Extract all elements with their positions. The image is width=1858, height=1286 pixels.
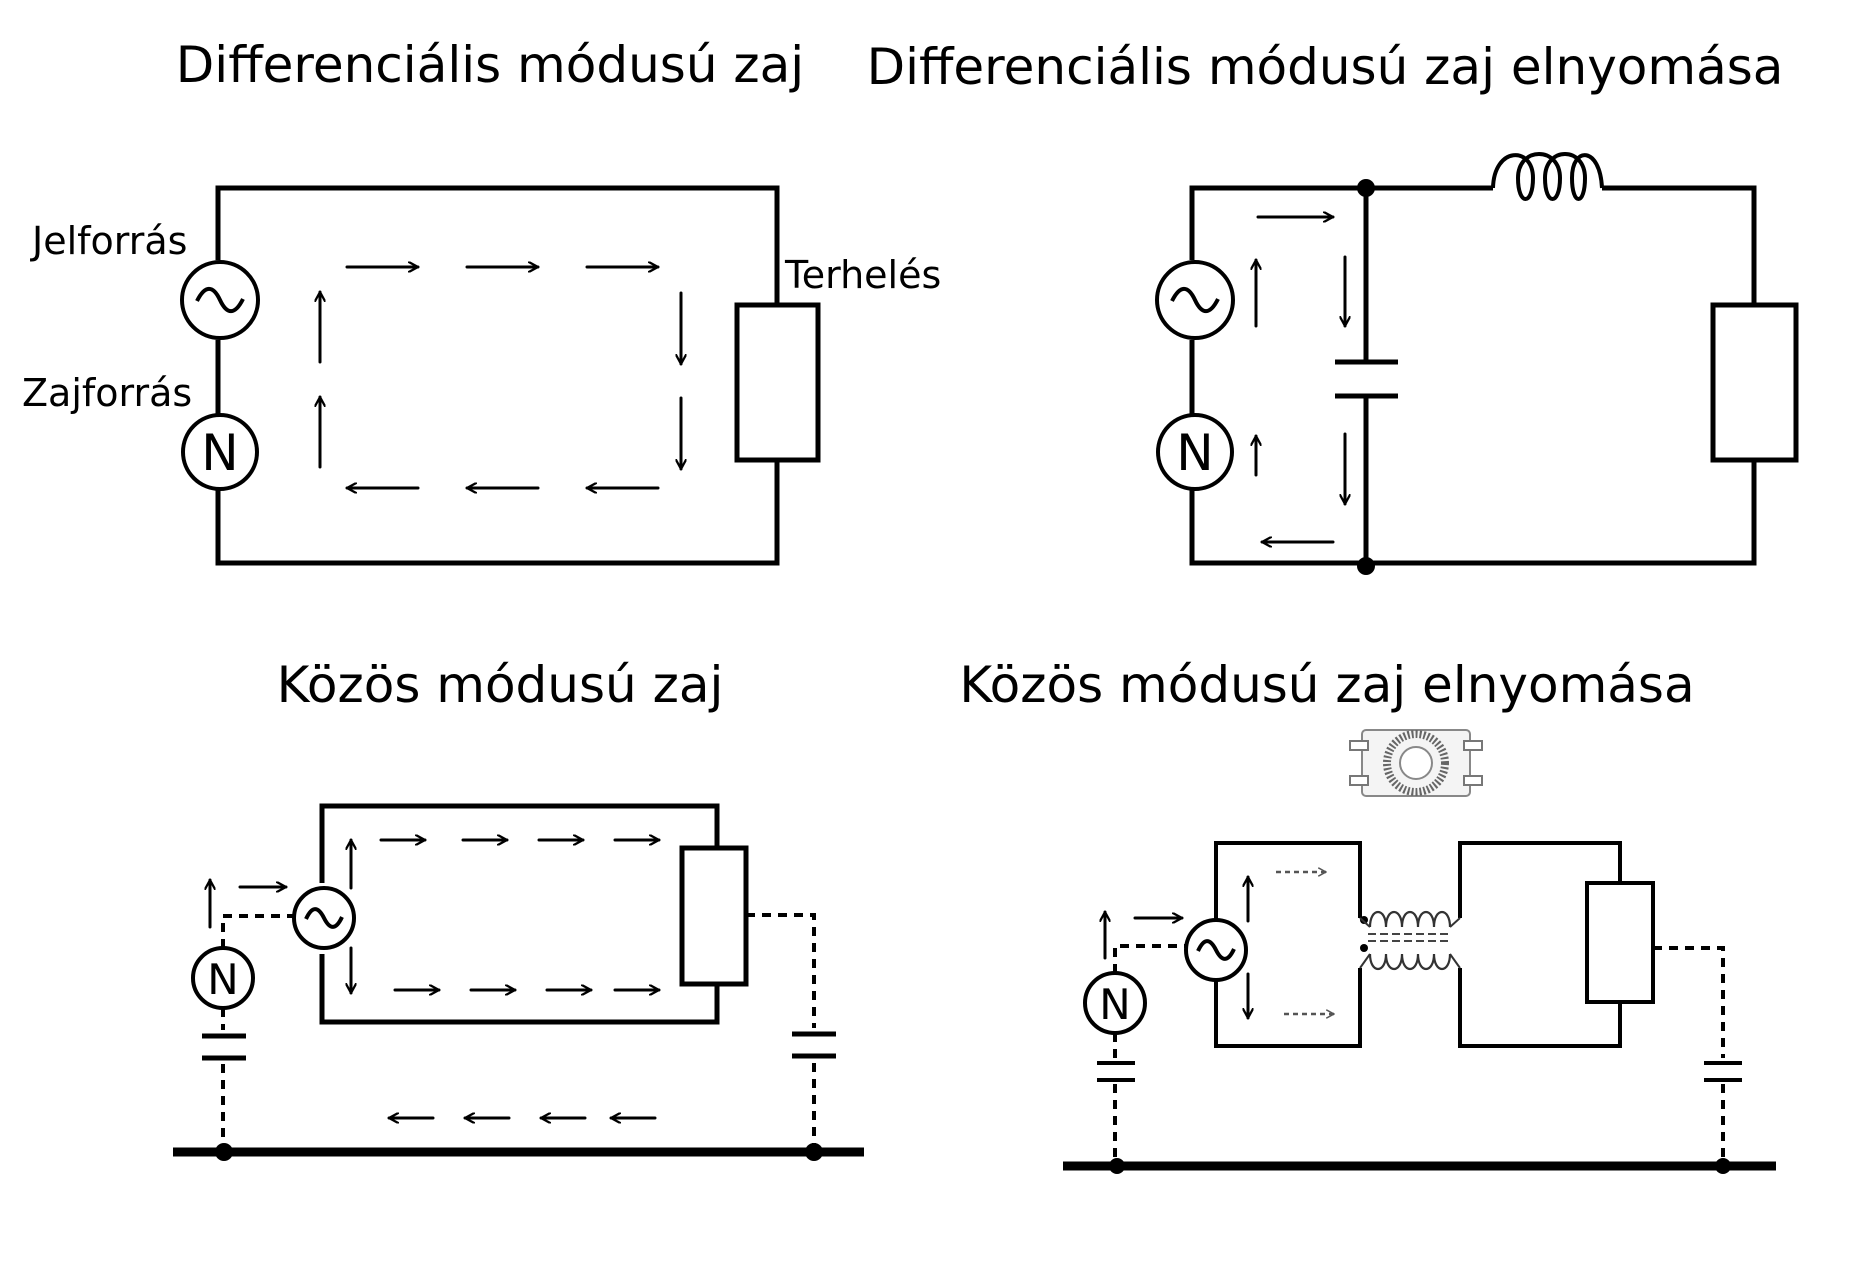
noise-source-letter: N (1099, 980, 1130, 1029)
cm-loop-wire (319, 803, 720, 1025)
ac-source (180, 260, 260, 340)
dm-supp-wire (1189, 185, 1757, 566)
panel-dm-suppression: N (1155, 152, 1799, 575)
noise-source-letter: N (207, 955, 238, 1004)
cm-supp-source-loop (1214, 841, 1362, 1048)
shunt-capacitor (1335, 359, 1398, 399)
stray-capacitor (202, 1033, 246, 1061)
cm-current-arrows (210, 840, 661, 1118)
toroid-choke-icon (1349, 729, 1483, 797)
title-cm-suppression: Közös módusú zaj elnyomása (959, 656, 1694, 714)
junction-dot (1357, 557, 1375, 575)
cm-supp-load-loop (1458, 841, 1622, 1048)
ac-source (1184, 918, 1248, 982)
noise-source-letter: N (201, 424, 238, 482)
series-inductor (1491, 152, 1604, 201)
noise-source: N (181, 413, 259, 491)
title-dm-noise: Differenciális módusú zaj (176, 36, 804, 94)
load-resistor (679, 845, 749, 987)
load-resistor (1585, 881, 1655, 1004)
stray-capacitor (1704, 1061, 1742, 1082)
title-dm-suppression: Differenciális módusú zaj elnyomása (867, 38, 1784, 96)
stray-coupling-path (221, 913, 816, 1152)
noise-source: N (1083, 971, 1147, 1035)
ac-source (292, 886, 356, 950)
load-resistor (734, 302, 821, 463)
common-mode-choke (1359, 910, 1461, 971)
dm-supp-current-arrows (1256, 217, 1345, 542)
label-signal-source: Jelforrás (30, 219, 187, 263)
junction-dot (1357, 179, 1375, 197)
label-load: Terhelés (784, 253, 941, 297)
panel-dm-noise: N Jelforrás Zajforrás Terhelés (22, 185, 941, 566)
panel-cm-noise: N (173, 803, 864, 1161)
dm-loop-wire (215, 185, 780, 566)
label-noise-source: Zajforrás (22, 371, 192, 415)
noise-source: N (191, 946, 255, 1010)
dm-current-arrows (320, 267, 681, 488)
stray-capacitor (1097, 1061, 1135, 1082)
stray-coupling-path (1113, 944, 1725, 1166)
ac-source (1155, 260, 1235, 340)
load-resistor (1710, 302, 1799, 463)
cm-supp-current-arrows (1105, 872, 1334, 1020)
stray-capacitor (792, 1031, 836, 1059)
noise-source-letter: N (1176, 424, 1213, 482)
title-cm-noise: Közös módusú zaj (277, 656, 724, 714)
panel-cm-suppression: N (1063, 729, 1776, 1174)
noise-source: N (1156, 413, 1234, 491)
